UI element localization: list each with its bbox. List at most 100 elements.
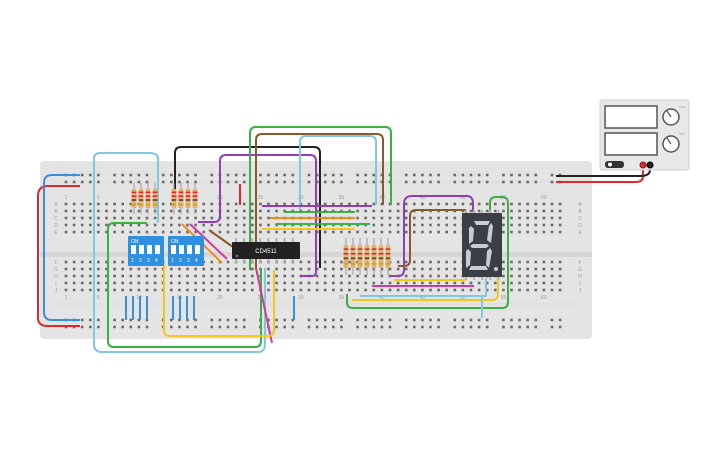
breadboard-hole[interactable]	[315, 288, 319, 292]
breadboard-rail-hole[interactable]	[259, 180, 262, 184]
wire-purple-chip-loop[interactable]	[198, 154, 317, 277]
breadboard-hole[interactable]	[113, 260, 116, 264]
breadboard-hole[interactable]	[534, 216, 538, 220]
breadboard-hole[interactable]	[380, 274, 384, 278]
breadboard-rail-hole[interactable]	[356, 180, 359, 184]
breadboard-hole[interactable]	[218, 223, 222, 227]
breadboard-rail-hole[interactable]	[121, 318, 124, 322]
breadboard-rail-hole[interactable]	[137, 180, 141, 184]
breadboard-holes[interactable]	[64, 173, 562, 329]
breadboard-hole[interactable]	[97, 267, 100, 271]
breadboard-rail-hole[interactable]	[259, 173, 262, 177]
breadboard-hole[interactable]	[396, 260, 400, 264]
breadboard-hole[interactable]	[121, 274, 124, 278]
breadboard-rail-hole[interactable]	[145, 180, 149, 184]
breadboard-hole[interactable]	[404, 260, 408, 264]
breadboard-hole[interactable]	[259, 216, 262, 220]
breadboard-hole[interactable]	[194, 216, 197, 220]
breadboard-hole[interactable]	[348, 267, 351, 271]
breadboard-rail-hole[interactable]	[97, 325, 100, 329]
breadboard-hole[interactable]	[404, 281, 408, 285]
breadboard-hole[interactable]	[153, 288, 157, 292]
breadboard-hole[interactable]	[113, 281, 116, 285]
breadboard-hole[interactable]	[437, 267, 440, 271]
breadboard-hole[interactable]	[129, 216, 133, 220]
breadboard-rail-hole[interactable]	[340, 325, 343, 329]
breadboard-hole[interactable]	[291, 288, 295, 292]
breadboard-hole[interactable]	[161, 223, 165, 227]
breadboard-hole[interactable]	[558, 274, 562, 278]
breadboard-hole[interactable]	[372, 274, 376, 278]
breadboard-hole[interactable]	[113, 230, 116, 234]
breadboard-rail-hole[interactable]	[234, 173, 238, 177]
breadboard-hole[interactable]	[307, 288, 311, 292]
breadboard-hole[interactable]	[323, 230, 327, 234]
breadboard-hole[interactable]	[542, 281, 546, 285]
breadboard-hole[interactable]	[332, 230, 335, 234]
breadboard-rail-hole[interactable]	[242, 325, 246, 329]
breadboard-hole[interactable]	[372, 281, 376, 285]
breadboard-hole[interactable]	[234, 274, 238, 278]
breadboard-rail-hole[interactable]	[315, 318, 319, 322]
breadboard-hole[interactable]	[445, 230, 448, 234]
breadboard-hole[interactable]	[170, 216, 173, 220]
breadboard-hole[interactable]	[372, 223, 376, 227]
breadboard-hole[interactable]	[372, 230, 376, 234]
breadboard-rail-hole[interactable]	[121, 180, 124, 184]
breadboard-hole[interactable]	[429, 202, 432, 206]
breadboard-hole[interactable]	[380, 267, 384, 271]
breadboard-hole[interactable]	[348, 274, 351, 278]
breadboard-hole[interactable]	[502, 209, 505, 213]
resistor[interactable]	[145, 183, 151, 214]
breadboard-hole[interactable]	[380, 209, 384, 213]
breadboard-hole[interactable]	[170, 209, 173, 213]
breadboard-hole[interactable]	[89, 202, 92, 206]
breadboard-hole[interactable]	[145, 223, 149, 227]
breadboard-rail-hole[interactable]	[550, 180, 554, 184]
breadboard-rail-hole[interactable]	[178, 180, 181, 184]
breadboard-hole[interactable]	[364, 288, 367, 292]
breadboard-hole[interactable]	[161, 216, 165, 220]
breadboard-hole[interactable]	[89, 216, 92, 220]
breadboard-hole[interactable]	[558, 288, 562, 292]
wire-yellow-lower-loop[interactable]	[163, 265, 275, 337]
breadboard-hole[interactable]	[542, 216, 546, 220]
breadboard-hole[interactable]	[234, 230, 238, 234]
breadboard-hole[interactable]	[526, 223, 529, 227]
breadboard-hole[interactable]	[178, 209, 181, 213]
breadboard-hole[interactable]	[186, 267, 189, 271]
breadboard-hole[interactable]	[534, 223, 538, 227]
breadboard-rail-hole[interactable]	[372, 318, 376, 322]
breadboard-hole[interactable]	[510, 202, 513, 206]
breadboard-hole[interactable]	[186, 281, 189, 285]
breadboard-rail-hole[interactable]	[429, 173, 432, 177]
breadboard-rail-hole[interactable]	[72, 180, 76, 184]
breadboard-rail-hole[interactable]	[413, 325, 416, 329]
breadboard-hole[interactable]	[64, 209, 68, 213]
breadboard-hole[interactable]	[453, 281, 457, 285]
breadboard-hole[interactable]	[356, 260, 359, 264]
breadboard-rail-hole[interactable]	[121, 173, 124, 177]
breadboard-hole[interactable]	[510, 223, 513, 227]
breadboard-hole[interactable]	[494, 281, 497, 285]
breadboard-hole[interactable]	[226, 288, 230, 292]
breadboard-rail-hole[interactable]	[453, 180, 457, 184]
breadboard-rail-hole[interactable]	[558, 318, 562, 322]
breadboard-hole[interactable]	[186, 216, 189, 220]
breadboard-hole[interactable]	[210, 216, 214, 220]
breadboard-rail-hole[interactable]	[234, 180, 238, 184]
breadboard-hole[interactable]	[437, 288, 440, 292]
breadboard-hole[interactable]	[477, 288, 481, 292]
breadboard-hole[interactable]	[89, 223, 92, 227]
breadboard-hole[interactable]	[518, 209, 521, 213]
breadboard-hole[interactable]	[421, 223, 424, 227]
breadboard-hole[interactable]	[356, 230, 359, 234]
breadboard-hole[interactable]	[291, 281, 295, 285]
breadboard-hole[interactable]	[372, 216, 376, 220]
breadboard-rail-hole[interactable]	[291, 325, 295, 329]
wire-green-left-loop[interactable]	[107, 222, 262, 348]
breadboard-hole[interactable]	[80, 260, 84, 264]
breadboard-rail-hole[interactable]	[413, 318, 416, 322]
breadboard-hole[interactable]	[542, 274, 546, 278]
breadboard-hole[interactable]	[267, 288, 270, 292]
